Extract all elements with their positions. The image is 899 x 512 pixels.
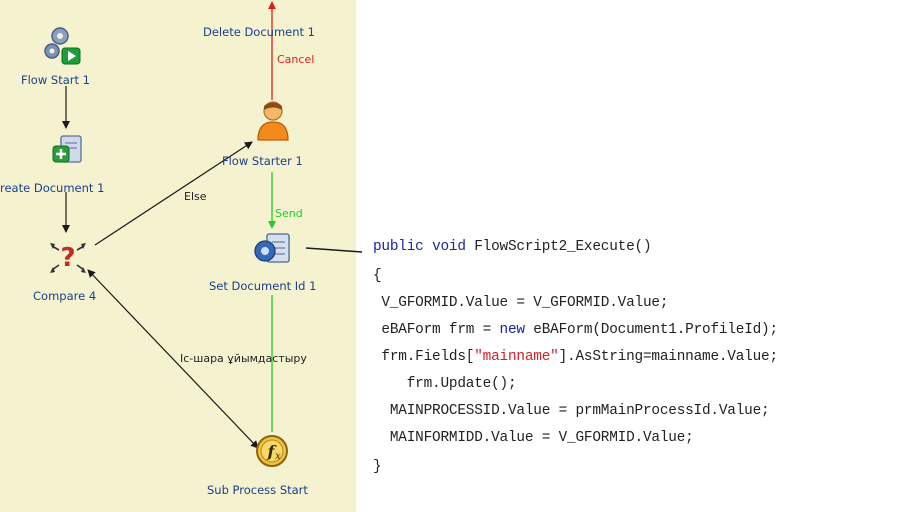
send-label: Send — [275, 207, 303, 220]
edge-else — [94, 141, 253, 246]
sub-process-start-label: Sub Process Start — [207, 483, 308, 497]
question-decision-icon[interactable]: ? — [48, 238, 88, 276]
create-document-label: reate Document 1 — [0, 181, 105, 195]
document-process-icon[interactable] — [253, 232, 293, 266]
gears-play-icon[interactable] — [40, 24, 84, 68]
edge-to-code — [305, 247, 363, 253]
code-line-1: public void FlowScript2_Execute() — [373, 239, 652, 255]
delete-document-label: Delete Document 1 — [203, 25, 315, 39]
set-document-id-label: Set Document Id 1 — [209, 279, 317, 293]
function-fx-icon[interactable]: f x — [254, 433, 290, 469]
code-line-4: eBAForm frm = new eBAForm(Document1.Prof… — [373, 322, 778, 338]
code-line-3: V_GFORMID.Value = V_GFORMID.Value; — [373, 295, 669, 311]
code-panel: public void FlowScript2_Execute() { V_GF… — [370, 234, 890, 496]
svg-text:f: f — [267, 442, 278, 461]
user-person-icon[interactable] — [256, 100, 290, 144]
activity-label: Іс-шара ұйымдастыру — [180, 352, 307, 365]
code-line-7: MAINPROCESSID.Value = prmMainProcessId.V… — [373, 403, 770, 419]
else-label: Else — [184, 190, 207, 203]
svg-text:?: ? — [60, 243, 75, 273]
code-line-6: frm.Update(); — [373, 376, 517, 392]
compare-label: Compare 4 — [33, 289, 97, 303]
svg-text:x: x — [275, 451, 281, 462]
code-line-5: frm.Fields["mainname"].AsString=mainname… — [373, 349, 778, 365]
flow-starter-label: Flow Starter 1 — [222, 154, 303, 168]
code-line-9: } — [373, 459, 382, 475]
code-line-2: { — [373, 268, 382, 284]
cancel-label: Cancel — [277, 53, 315, 66]
edge-activity — [87, 269, 259, 449]
add-document-icon[interactable] — [51, 134, 85, 168]
flow-start-label: Flow Start 1 — [21, 73, 90, 87]
code-line-8: MAINFORMIDD.Value = V_GFORMID.Value; — [373, 430, 694, 446]
